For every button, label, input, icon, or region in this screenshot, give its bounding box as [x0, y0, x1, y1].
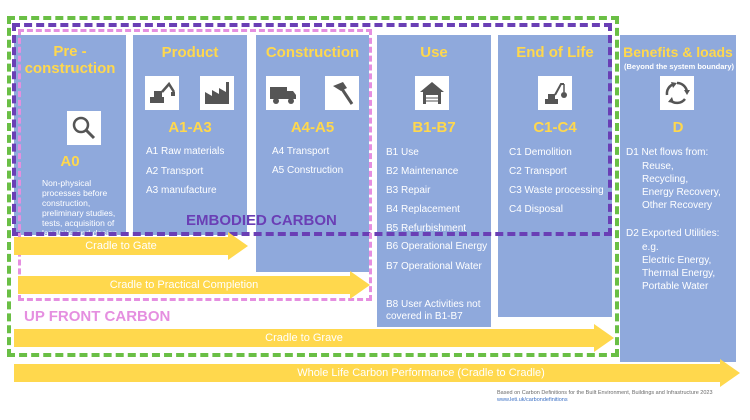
- truck-icon: [266, 76, 300, 110]
- stage-benefits-loads: Benefits & loads (Beyond the system boun…: [620, 35, 736, 362]
- cradle-to-practical-completion-label: Cradle to Practical Completion: [109, 279, 259, 291]
- stage-item: Thermal Energy,: [642, 268, 716, 279]
- demolition-icon: [538, 76, 572, 110]
- stage-item: C1 Demolition: [509, 147, 572, 158]
- stage-title: Product: [161, 44, 219, 61]
- cradle-to-grave-label: Cradle to Grave: [265, 332, 343, 344]
- cradle-to-cradle-arrow: Whole Life Carbon Performance (Cradle to…: [14, 359, 740, 387]
- stage-item: A2 Transport: [146, 166, 204, 177]
- stage-code: C1-C4: [533, 119, 577, 136]
- stage-use: Use B1-B7 B1 Use B2 Maintenance B3 Repai…: [377, 35, 491, 327]
- stage-item: e.g.: [642, 242, 659, 253]
- stage-item: Recycling,: [642, 174, 689, 185]
- stage-title: Pre - construction: [24, 43, 116, 77]
- house-icon: [415, 76, 449, 110]
- upfront-carbon-boundary: [18, 29, 372, 301]
- cradle-to-grave-arrow: Cradle to Grave: [14, 324, 614, 352]
- cradle-to-gate-arrow: Cradle to Gate: [14, 232, 248, 260]
- stage-code: B1-B7: [412, 119, 456, 136]
- stage-code: A4-A5: [290, 119, 335, 136]
- stage-title: Use: [420, 44, 448, 61]
- stage-item: Portable Water: [642, 281, 709, 292]
- stage-item: A5 Construction: [272, 165, 344, 176]
- stage-item: D1 Net flows from:: [626, 147, 709, 158]
- cradle-to-cradle-label: Whole Life Carbon Performance (Cradle to…: [297, 367, 545, 379]
- excavator-icon: [145, 76, 179, 110]
- embodied-carbon-label: EMBODIED CARBON: [186, 212, 337, 229]
- recycle-icon: [660, 76, 694, 110]
- stage-item: B5 Refurbishment: [386, 223, 467, 234]
- stage-item: B8 User Activities not covered in B1-B7: [386, 299, 481, 322]
- source-credit: Based on Carbon Definitions for the Buil…: [497, 390, 742, 404]
- stage-code: D: [672, 119, 684, 136]
- whole-life-carbon-boundary: [7, 16, 619, 357]
- cradle-to-practical-completion-arrow: Cradle to Practical Completion: [18, 271, 370, 299]
- search-icon: [67, 111, 101, 145]
- stage-title: Benefits & loads: [623, 44, 733, 60]
- stage-end-of-life: End of Life C1-C4 C1 Demolition C2 Trans…: [498, 35, 612, 317]
- stage-item: B6 Operational Energy: [386, 241, 488, 252]
- stage-item: B3 Repair: [386, 185, 431, 196]
- stage-title: Construction: [265, 44, 360, 61]
- embodied-carbon-boundary: [12, 23, 612, 236]
- source-credit-link[interactable]: www.leti.uk/carbondefinitions: [497, 397, 568, 403]
- stage-item: C2 Transport: [509, 166, 567, 177]
- stage-subtitle: (Beyond the system boundary): [623, 62, 735, 71]
- stage-product: Product A1-A3 A1 Raw materials A2 Transp…: [133, 35, 247, 235]
- upfront-carbon-label: UP FRONT CARBON: [24, 308, 171, 325]
- stage-title: End of Life: [516, 44, 594, 61]
- cradle-to-gate-label: Cradle to Gate: [85, 240, 157, 252]
- stage-item: C4 Disposal: [509, 204, 563, 215]
- stage-item: D2 Exported Utilities:: [626, 228, 720, 239]
- stage-item: B2 Maintenance: [386, 166, 459, 177]
- stage-code: A1-A3: [168, 119, 212, 136]
- source-credit-text: Based on Carbon Definitions for the Buil…: [497, 390, 713, 396]
- factory-icon: [200, 76, 234, 110]
- stage-item: Energy Recovery,: [642, 187, 721, 198]
- stage-item: A4 Transport: [272, 146, 330, 157]
- stage-item: Reuse,: [642, 161, 674, 172]
- stage-item: B7 Operational Water: [386, 261, 482, 272]
- stage-item: B4 Replacement: [386, 204, 460, 215]
- stage-item: Electric Energy,: [642, 255, 712, 266]
- hammer-icon: [325, 76, 359, 110]
- stage-code: A0: [60, 153, 80, 170]
- stage-item: A3 manufacture: [146, 185, 217, 196]
- stage-item: Other Recovery: [642, 200, 713, 211]
- stage-pre-construction: Pre - construction A0 Non-physical proce…: [14, 35, 126, 238]
- stage-item: B1 Use: [386, 147, 419, 158]
- stage-item: C3 Waste processing: [509, 185, 604, 196]
- stage-item: A1 Raw materials: [146, 146, 225, 157]
